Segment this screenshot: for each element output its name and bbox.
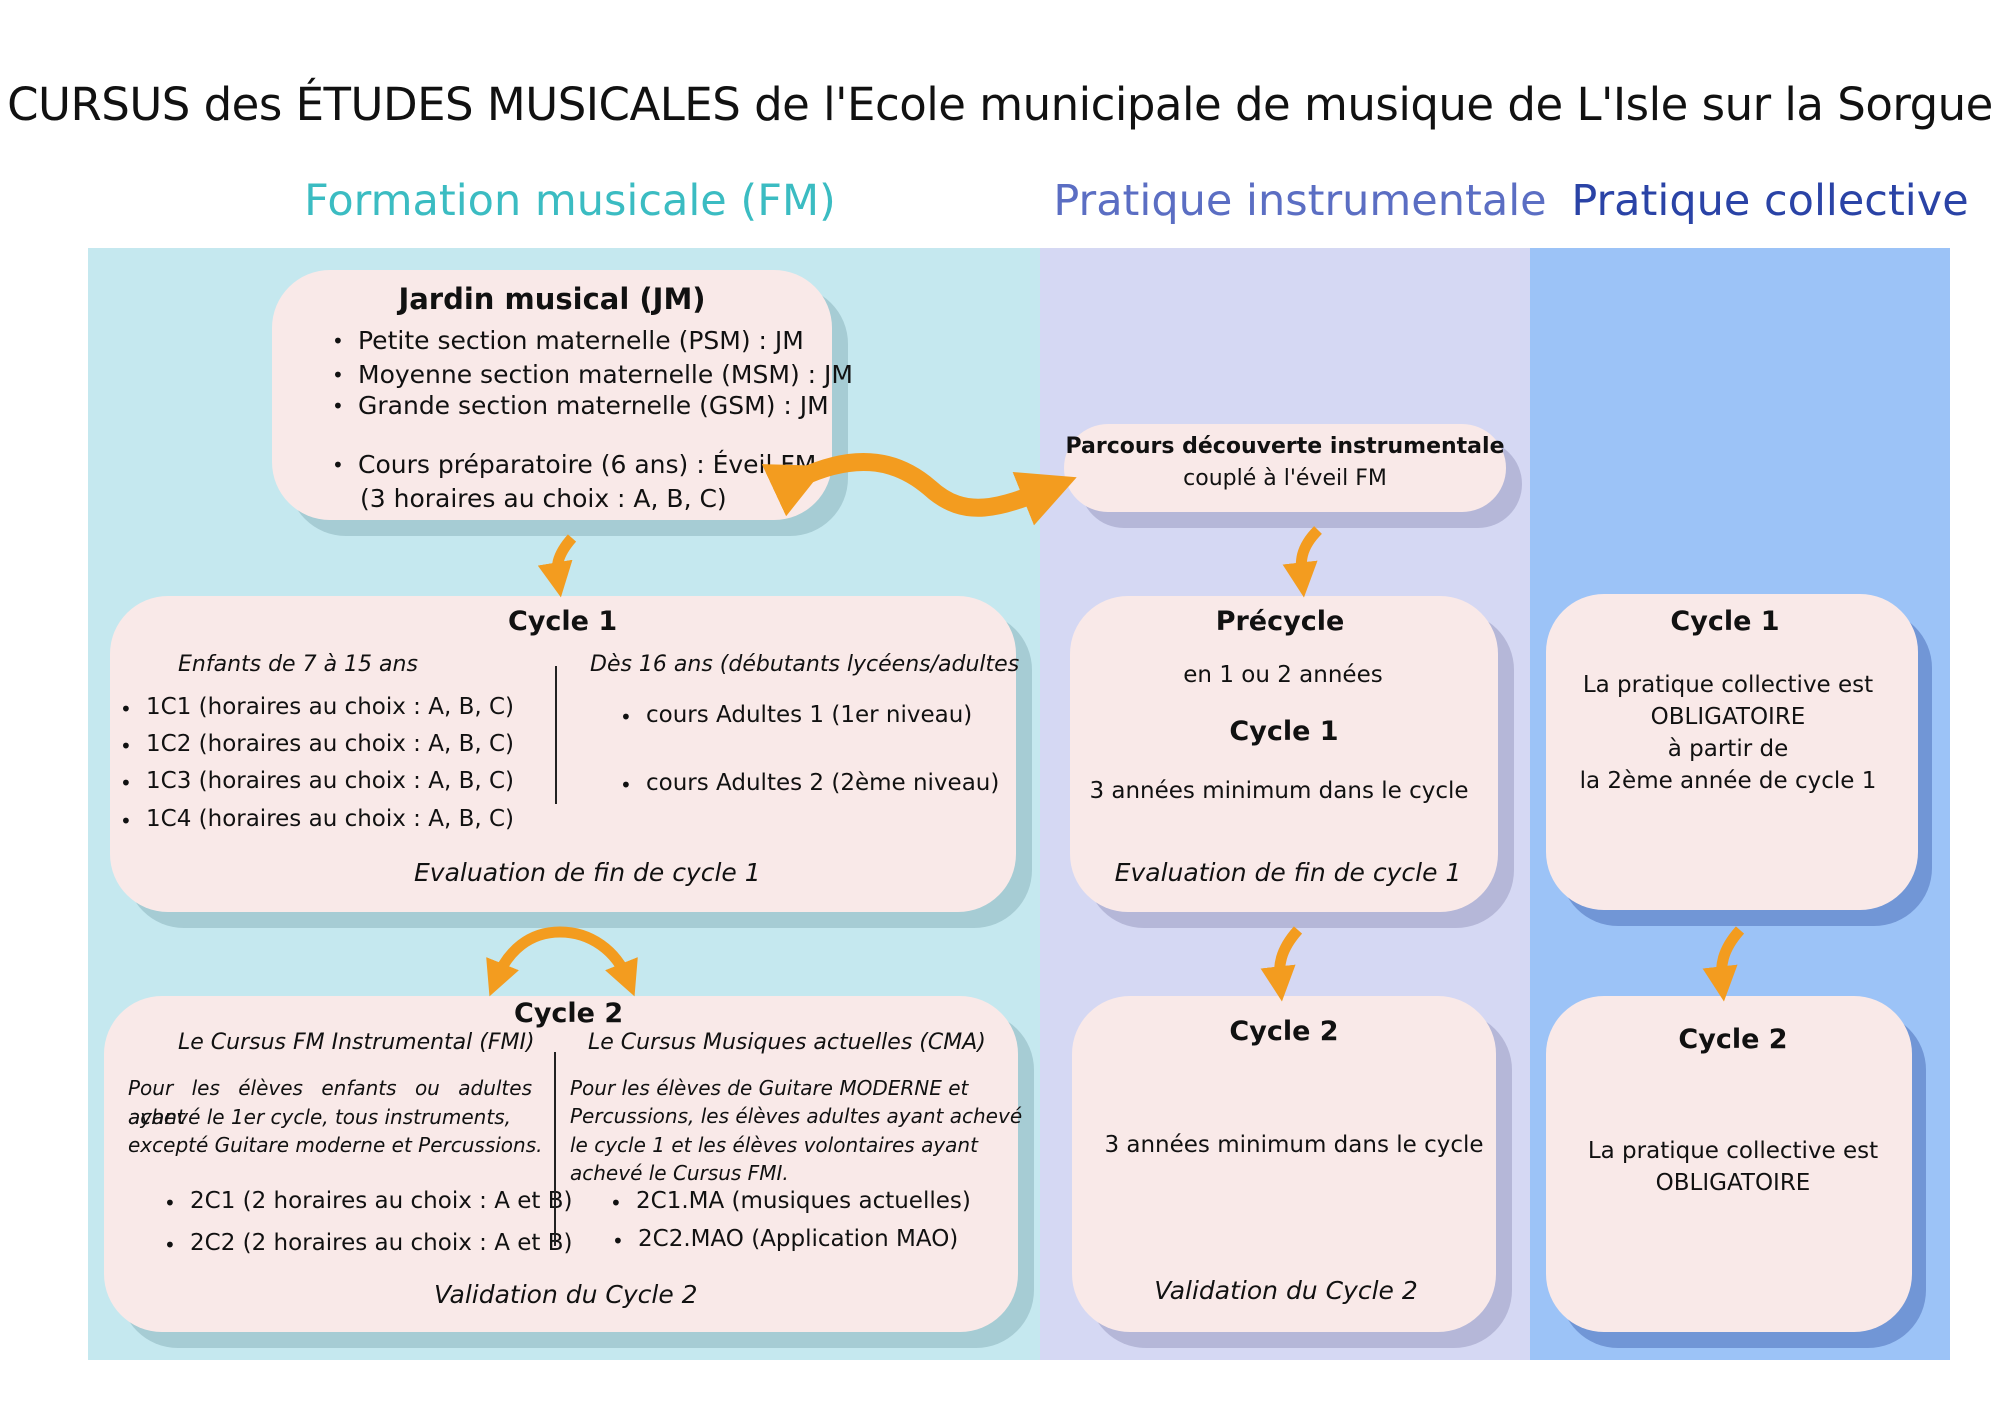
fm-cycle1-right-head: Dès 16 ans (débutants lycéens/adultes: [590, 652, 1020, 677]
fm-cycle1-adult-item: cours Adultes 2 (2ème niveau): [620, 770, 999, 797]
fm-cycle1-left-head: Enfants de 7 à 15 ans: [178, 652, 418, 677]
fm-cycle2-right-line: Pour les élèves de Guitare MODERNE et: [570, 1076, 969, 1100]
pc-cycle1-line: à partir de: [1667, 736, 1789, 762]
divider: [554, 1052, 556, 1246]
fm-cycle2-left-head: Le Cursus FM Instrumental (FMI): [178, 1030, 535, 1055]
arrow-pc-cycle1-to-cycle2: [1702, 926, 1745, 1002]
page-title: CURSUS des ÉTUDES MUSICALES de l'Ecole m…: [7, 78, 1993, 131]
fm-cycle2-right-line: le cycle 1 et les élèves volontaires aya…: [570, 1133, 978, 1157]
card-pc-cycle-2: Cycle 2 La pratique collective est OBLIG…: [1546, 996, 1912, 1332]
arrow-fm-cycle1-to-cycle2-left: [486, 926, 561, 997]
fm-cycle2-right-head: Le Cursus Musiques actuelles (CMA): [588, 1030, 986, 1055]
fm-cycle2-footer: Validation du Cycle 2: [434, 1280, 698, 1309]
column-header-pratique-instrumentale: Pratique instrumentale: [1053, 176, 1547, 226]
pi-cycle1-title: Cycle 1: [1229, 716, 1339, 747]
fm-cycle2-left-line: excepté Guitare moderne et Percussions.: [128, 1133, 543, 1157]
column-header-pratique-collective: Pratique collective: [1571, 176, 1969, 226]
fm-cycle1-adult-item: cours Adultes 1 (1er niveau): [620, 702, 972, 729]
pc-cycle1-line: OBLIGATOIRE: [1650, 704, 1806, 730]
fm-cycle2-ma-item: 2C2.MAO (Application MAO): [612, 1226, 958, 1253]
card-jardin-musical: Jardin musical (JM) Petite section mater…: [272, 270, 853, 520]
pi-cycle1-footer: Evaluation de fin de cycle 1: [1114, 858, 1462, 887]
fm-cycle2-ma-item: 2C1.MA (musiques actuelles): [610, 1188, 971, 1215]
card-fm-cycle-2: Cycle 2 Le Cursus FM Instrumental (FMI) …: [104, 996, 1022, 1332]
fm-cycle2-item: 2C1 (2 horaires au choix : A et B): [164, 1188, 573, 1215]
parcours-subtitle: couplé à l'éveil FM: [1183, 466, 1387, 491]
pi-cycle2-footer: Validation du Cycle 2: [1154, 1276, 1418, 1305]
pi-cycle1-line: 3 années minimum dans le cycle: [1089, 778, 1469, 804]
jardin-note: (3 horaires au choix : A, B, C): [360, 484, 727, 513]
fm-cycle1-item: 1C3 (horaires au choix : A, B, C): [120, 768, 514, 795]
pi-precycle-title: Précycle: [1215, 606, 1345, 637]
card-parcours-decouverte: Parcours découverte instrumentale couplé…: [1064, 424, 1506, 512]
jardin-title: Jardin musical (JM): [398, 282, 706, 316]
divider: [555, 666, 557, 804]
pc-cycle2-line: La pratique collective est: [1587, 1138, 1879, 1164]
fm-cycle1-title: Cycle 1: [508, 606, 618, 637]
pc-cycle2-line: OBLIGATOIRE: [1655, 1170, 1811, 1196]
pi-cycle2-line: 3 années minimum dans le cycle: [1104, 1132, 1484, 1158]
fm-cycle1-footer: Evaluation de fin de cycle 1: [414, 858, 761, 887]
arrow-jardin-parcours: [761, 452, 1077, 526]
jardin-item: Cours préparatoire (6 ans) : Éveil FM: [332, 450, 816, 479]
fm-cycle2-left-line: Pour les élèves enfants ou adultes ayant: [128, 1076, 532, 1129]
fm-cycle1-item: 1C2 (horaires au choix : A, B, C): [120, 731, 514, 758]
pc-cycle1-line: La pratique collective est: [1582, 672, 1874, 698]
arrow-parcours-to-precycle: [1282, 526, 1323, 598]
jardin-item: Grande section maternelle (GSM) : JM: [332, 391, 829, 420]
arrow-jardin-to-cycle1: [537, 534, 577, 598]
fm-cycle2-right-line: achevé le Cursus FMI.: [570, 1161, 789, 1185]
card-fm-cycle-1: Cycle 1 Enfants de 7 à 15 ans 1C1 (horai…: [110, 596, 1020, 912]
column-header-formation-musicale: Formation musicale (FM): [304, 176, 836, 226]
pc-cycle1-line: la 2ème année de cycle 1: [1579, 768, 1877, 794]
card-pi-cycle-1: Précycle en 1 ou 2 années Cycle 1 3 anné…: [1070, 596, 1498, 912]
arrow-fm-cycle1-to-cycle2-right: [559, 926, 638, 997]
pc-cycle2-title: Cycle 2: [1678, 1024, 1788, 1055]
arrow-pi-cycle1-to-cycle2: [1260, 926, 1303, 1002]
card-pi-cycle-2: Cycle 2 3 années minimum dans le cycle V…: [1072, 996, 1496, 1332]
parcours-title: Parcours découverte instrumentale: [1065, 434, 1505, 459]
fm-cycle1-item: 1C1 (horaires au choix : A, B, C): [120, 694, 514, 721]
fm-cycle2-left-line: achevé le 1er cycle, tous instruments,: [128, 1105, 511, 1129]
pi-precycle-line: en 1 ou 2 années: [1183, 662, 1383, 688]
jardin-item: Moyenne section maternelle (MSM) : JM: [332, 360, 853, 389]
pc-cycle1-title: Cycle 1: [1670, 606, 1780, 637]
fm-cycle2-right-line: Percussions, les élèves adultes ayant ac…: [570, 1104, 1023, 1128]
pi-cycle2-title: Cycle 2: [1229, 1016, 1339, 1047]
fm-cycle2-item: 2C2 (2 horaires au choix : A et B): [164, 1230, 573, 1257]
card-pc-cycle-1: Cycle 1 La pratique collective est OBLIG…: [1546, 594, 1918, 910]
jardin-item: Petite section maternelle (PSM) : JM: [332, 326, 804, 355]
fm-cycle2-title: Cycle 2: [514, 998, 624, 1029]
fm-cycle1-item: 1C4 (horaires au choix : A, B, C): [120, 806, 514, 833]
